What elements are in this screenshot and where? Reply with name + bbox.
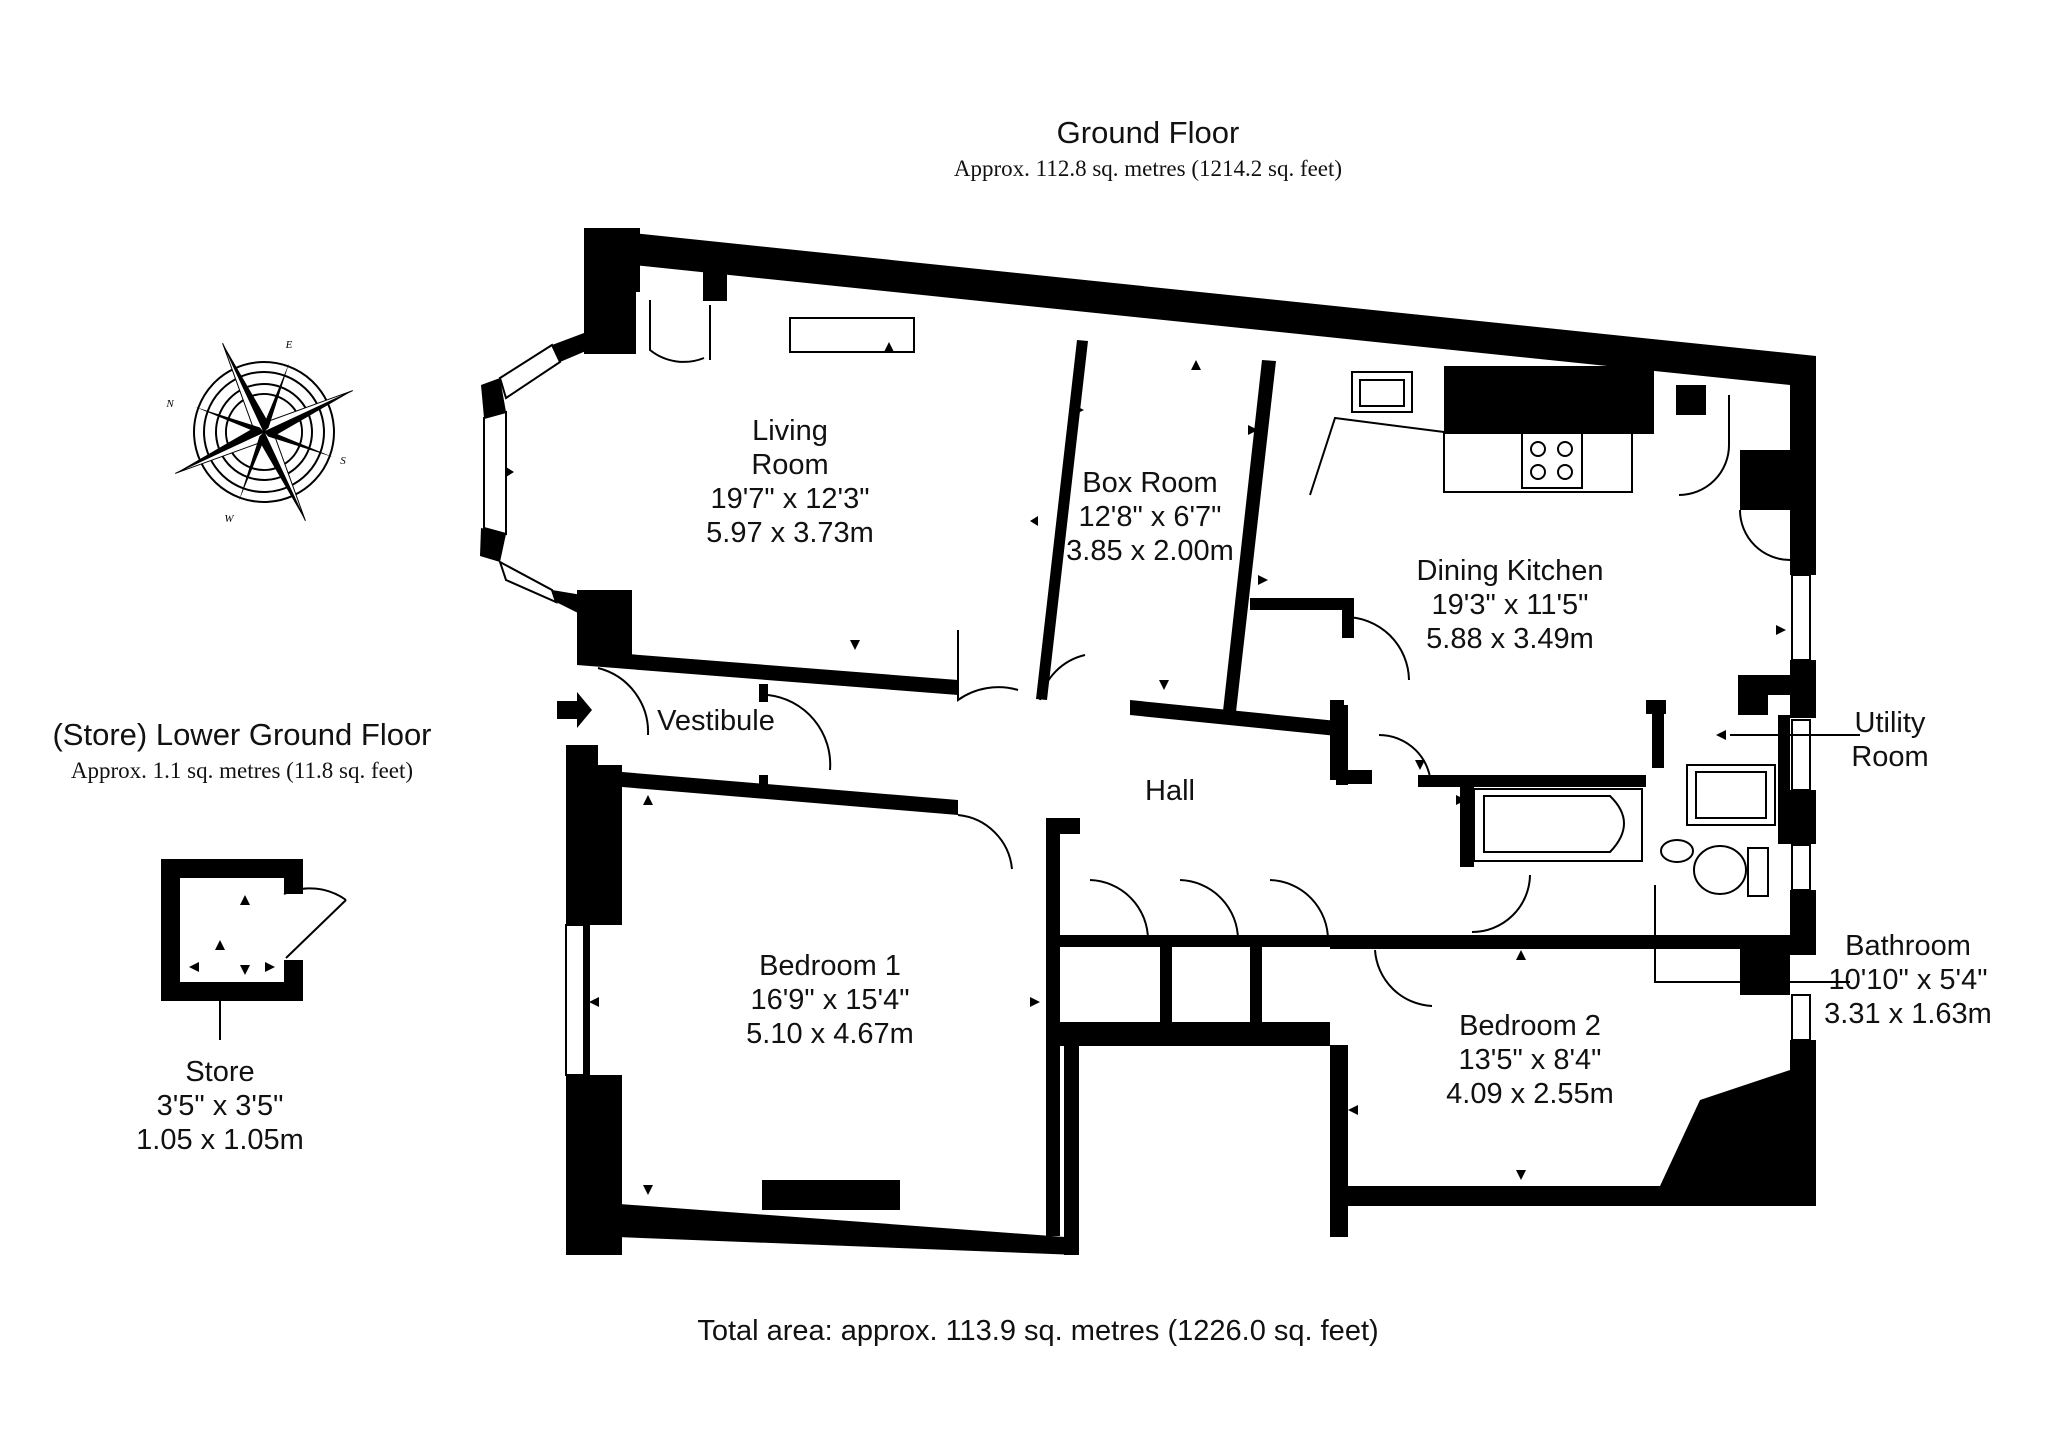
bathroom: Bathroom 10'10" x 5'4" 3.31 x 1.63m [1654, 885, 1992, 1030]
dimension-markers [506, 342, 1786, 1195]
living-room-imperial: 19'7" x 12'3" [710, 483, 869, 515]
box-room-metric: 3.85 x 2.00m [1066, 535, 1234, 567]
compass-south-letter: S [340, 455, 346, 467]
store-metric: 1.05 x 1.05m [136, 1124, 304, 1156]
vestibule: Vestibule [657, 705, 775, 737]
exterior-walls [480, 228, 1816, 1255]
compass-rose-icon [174, 342, 354, 522]
utility-room-name-line1: Utility [1855, 707, 1926, 739]
dining-kitchen: Dining Kitchen 19'3" x 11'5" 5.88 x 3.49… [1417, 555, 1604, 655]
box-room-imperial: 12'8" x 6'7" [1079, 501, 1222, 533]
compass-west-letter: W [224, 513, 234, 525]
bedroom-1-metric: 5.10 x 4.67m [746, 1018, 914, 1050]
ground-floor-title: Ground Floor [1057, 115, 1240, 150]
store: Store 3'5" x 3'5" 1.05 x 1.05m [136, 1056, 304, 1156]
bathroom-metric: 3.31 x 1.63m [1824, 998, 1992, 1030]
bathroom-leader-line [1654, 885, 1850, 983]
fixtures [762, 317, 1776, 1210]
bathroom-name: Bathroom [1845, 930, 1971, 962]
entrance-arrow-icon [557, 692, 592, 728]
living-room-metric: 5.97 x 3.73m [706, 517, 874, 549]
living-room: Living Room 19'7" x 12'3" 5.97 x 3.73m [706, 415, 874, 549]
bedroom-1-imperial: 16'9" x 15'4" [750, 984, 909, 1016]
store-imperial: 3'5" x 3'5" [157, 1090, 284, 1122]
ground-floor-area: Approx. 112.8 sq. metres (1214.2 sq. fee… [954, 156, 1342, 181]
utility-room-name-line2: Room [1851, 741, 1928, 773]
bedroom-2: Bedroom 2 13'5" x 8'4" 4.09 x 2.55m [1446, 1010, 1614, 1110]
total-area-text: Total area: approx. 113.9 sq. metres (12… [697, 1315, 1378, 1347]
compass-north-letter: N [165, 398, 174, 410]
store-name: Store [185, 1056, 254, 1088]
windows [483, 343, 1811, 1188]
dining-kitchen-imperial: 19'3" x 11'5" [1432, 589, 1589, 621]
box-room-name: Box Room [1082, 467, 1217, 499]
dining-kitchen-metric: 5.88 x 3.49m [1426, 623, 1594, 655]
living-room-name-line1: Living [752, 415, 828, 447]
compass-east-letter: E [285, 339, 293, 351]
store-plan [161, 859, 347, 1040]
bedroom-2-imperial: 13'5" x 8'4" [1459, 1044, 1602, 1076]
vestibule-name: Vestibule [657, 705, 775, 737]
living-room-name-line2: Room [751, 449, 828, 481]
lower-ground-floor-area: Approx. 1.1 sq. metres (11.8 sq. feet) [71, 758, 413, 783]
bedroom-1: Bedroom 1 16'9" x 15'4" 5.10 x 4.67m [746, 950, 914, 1050]
dining-kitchen-name: Dining Kitchen [1417, 555, 1604, 587]
bathroom-imperial: 10'10" x 5'4" [1828, 964, 1987, 996]
lower-ground-floor-title: (Store) Lower Ground Floor [52, 717, 431, 752]
bedroom-2-metric: 4.09 x 2.55m [1446, 1078, 1614, 1110]
bedroom-1-name: Bedroom 1 [759, 950, 901, 982]
hall: Hall [1145, 775, 1195, 807]
box-room: Box Room 12'8" x 6'7" 3.85 x 2.00m [1066, 467, 1234, 567]
door-swings [597, 300, 1791, 1007]
hall-name: Hall [1145, 775, 1195, 807]
utility-room: Utility Room [1730, 707, 1929, 773]
bedroom-2-name: Bedroom 2 [1459, 1010, 1601, 1042]
